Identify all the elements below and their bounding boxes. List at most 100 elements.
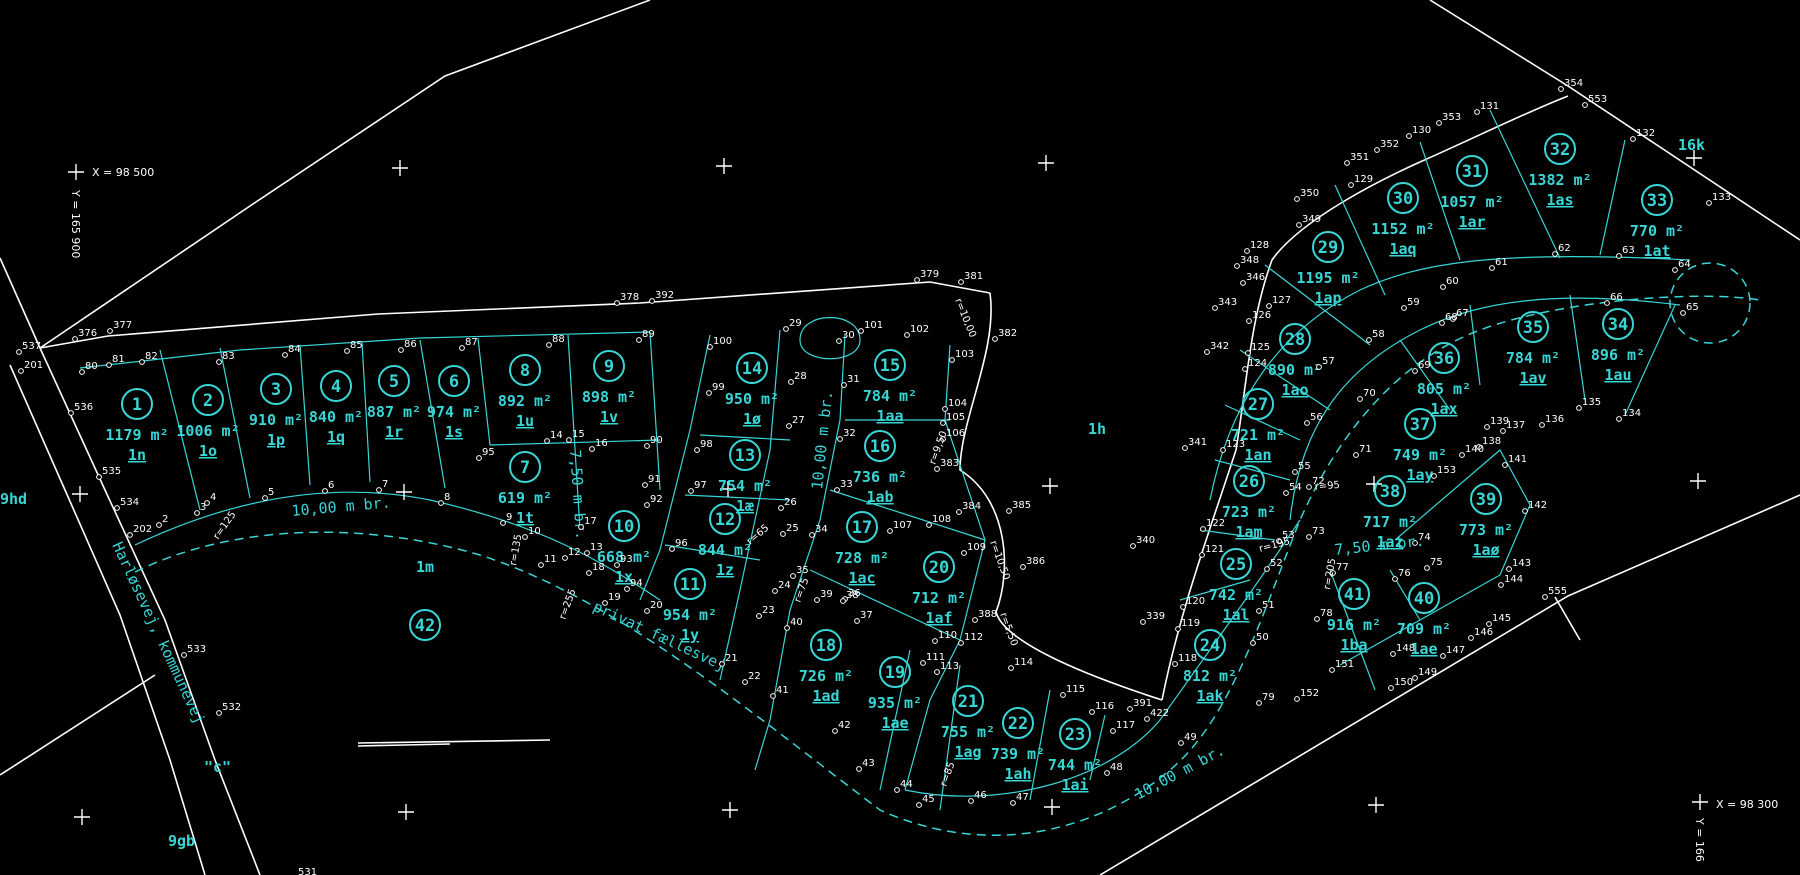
point-marker bbox=[106, 362, 112, 368]
lot-number: 41 bbox=[1344, 585, 1364, 605]
lot-number: 32 bbox=[1550, 140, 1570, 160]
point-number: 8 bbox=[444, 492, 450, 503]
point-marker bbox=[956, 509, 962, 515]
lot-number-circle bbox=[509, 451, 541, 483]
point-392: 392 bbox=[649, 290, 674, 304]
point-marker bbox=[1344, 160, 1350, 166]
matrikel-c: "c" bbox=[204, 758, 231, 776]
point-number: 533 bbox=[187, 644, 206, 655]
point-marker bbox=[770, 693, 776, 699]
west-road-edge-right bbox=[9, 364, 206, 875]
point-number: 39 bbox=[820, 589, 833, 600]
point-number: 33 bbox=[840, 479, 853, 490]
lot-matrikel: 1ø bbox=[743, 410, 761, 428]
point-marker bbox=[1522, 508, 1528, 514]
point-number: 48 bbox=[1110, 762, 1123, 773]
point-74: 74 bbox=[1412, 532, 1431, 546]
point-number: 93 bbox=[620, 554, 633, 565]
point-340: 340 bbox=[1130, 535, 1155, 549]
scale-line-tick bbox=[357, 743, 451, 747]
point-number: 66 bbox=[1610, 292, 1623, 303]
point-69: 69 bbox=[1412, 360, 1431, 374]
point-385: 385 bbox=[1006, 500, 1031, 514]
point-marker bbox=[1060, 692, 1066, 698]
radius-label: r=255 bbox=[557, 588, 578, 621]
point-number: 96 bbox=[675, 538, 688, 549]
point-number: 103 bbox=[955, 349, 974, 360]
point-marker bbox=[790, 573, 796, 579]
point-marker bbox=[282, 352, 288, 358]
point-marker bbox=[1306, 534, 1312, 540]
point-number: 382 bbox=[998, 328, 1017, 339]
point-35: 35 bbox=[790, 565, 809, 579]
point-number: 7 bbox=[382, 479, 388, 490]
point-marker bbox=[624, 586, 630, 592]
point-number: 65 bbox=[1686, 302, 1699, 313]
lot-number-circle bbox=[952, 685, 984, 717]
lot-matrikel: 1r bbox=[385, 423, 403, 441]
point-marker bbox=[322, 488, 328, 494]
point-marker bbox=[1010, 800, 1016, 806]
lot-number: 23 bbox=[1065, 725, 1085, 745]
lot-area: 887 m² bbox=[367, 403, 421, 421]
point-marker bbox=[1582, 102, 1588, 108]
point-63: 63 bbox=[1616, 245, 1635, 259]
point-8: 8 bbox=[438, 492, 450, 506]
point-marker bbox=[584, 550, 590, 556]
point-126: 126 bbox=[1246, 310, 1271, 324]
lot-area: 1382 m² bbox=[1528, 171, 1591, 189]
point-number: 422 bbox=[1150, 708, 1169, 719]
lot-matrikel: 1ae bbox=[1410, 640, 1437, 658]
point-57: 57 bbox=[1316, 356, 1335, 370]
point-381: 381 bbox=[958, 271, 983, 285]
point-marker bbox=[858, 328, 864, 334]
point-marker bbox=[992, 336, 998, 342]
point-34: 34 bbox=[809, 524, 828, 538]
point-number: 79 bbox=[1262, 692, 1275, 703]
point-133: 133 bbox=[1706, 192, 1731, 206]
point-number: 5 bbox=[268, 487, 274, 498]
lot-matrikel: 1al bbox=[1222, 606, 1249, 624]
point-113: 113 bbox=[934, 661, 959, 675]
point-marker bbox=[642, 482, 648, 488]
point-marker bbox=[636, 337, 642, 343]
point-marker bbox=[1266, 303, 1272, 309]
lot-number-circle bbox=[923, 551, 955, 583]
right-div-4 bbox=[1224, 404, 1301, 441]
point-109: 109 bbox=[961, 542, 986, 556]
lot-matrikel: 1ak bbox=[1196, 687, 1223, 705]
point-number: 113 bbox=[940, 661, 959, 672]
point-number: 62 bbox=[1558, 243, 1571, 254]
point-147: 147 bbox=[1440, 645, 1465, 659]
lot-number-circle bbox=[736, 352, 768, 384]
point-marker bbox=[1406, 133, 1412, 139]
point-532: 532 bbox=[216, 702, 241, 716]
point-marker bbox=[707, 344, 713, 350]
cross-marker bbox=[72, 486, 88, 502]
point-marker bbox=[538, 562, 544, 568]
point-marker bbox=[887, 528, 893, 534]
point-number: 383 bbox=[940, 458, 959, 469]
point-3: 3 bbox=[194, 502, 206, 516]
lot-matrikel: 1av bbox=[1519, 369, 1546, 387]
point-number: 28 bbox=[794, 371, 807, 382]
lot-lines bbox=[79, 109, 1761, 836]
point-number: 137 bbox=[1506, 420, 1525, 431]
radius-label: r=135 bbox=[508, 534, 524, 567]
point-number: 107 bbox=[893, 520, 912, 531]
point-marker bbox=[72, 336, 78, 342]
point-marker bbox=[1431, 473, 1437, 479]
lot-number-circle bbox=[608, 510, 640, 542]
point-number: 92 bbox=[650, 494, 663, 505]
lot-div-7 bbox=[567, 334, 581, 531]
lot-number-circle bbox=[1517, 311, 1549, 343]
point-number: 129 bbox=[1354, 174, 1373, 185]
point-94: 94 bbox=[624, 578, 643, 592]
point-marker bbox=[783, 326, 789, 332]
point-marker bbox=[1330, 570, 1336, 576]
radius-label: r=205 bbox=[1322, 558, 1338, 591]
